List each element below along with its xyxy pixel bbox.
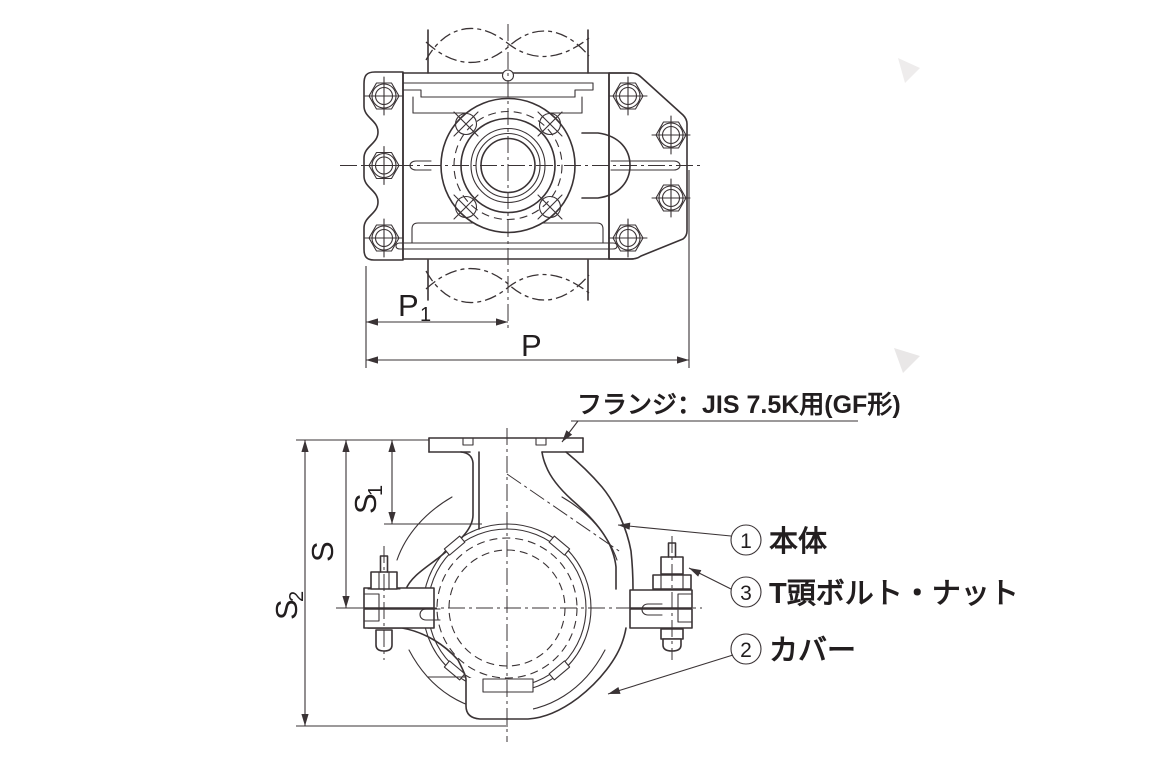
dimension-s1: S 1 — [296, 439, 482, 525]
watermark-marks — [894, 58, 920, 373]
dim-s2-subscript: 2 — [286, 591, 308, 602]
cover-bottom-tab — [466, 678, 534, 719]
pipe-break-lines — [425, 27, 590, 304]
dim-s2-label: S — [269, 599, 304, 620]
flange-note: フランジ：JIS 7.5K用(GF形) — [561, 391, 901, 443]
bolt-icon — [364, 76, 404, 116]
dim-s-label: S — [305, 541, 340, 562]
cover-outer-contour — [367, 627, 627, 720]
left-bolt-lug — [363, 546, 441, 660]
callout-1-label: 本体 — [769, 525, 828, 558]
dimension-s2: S 2 — [269, 440, 508, 727]
callout-body: 1 本体 — [617, 522, 828, 558]
front-view: S 1 S S 2 フランジ：JIS 7.5K用(GF形) — [269, 391, 1019, 742]
flange-note-text: フランジ：JIS 7.5K用(GF形) — [577, 391, 901, 419]
callout-2-circle — [730, 633, 762, 665]
dim-p1-subscript: 1 — [420, 304, 431, 326]
gasket-joint — [482, 678, 534, 693]
dim-p-label: P — [521, 328, 542, 363]
callout-2-label: カバー — [769, 635, 856, 667]
bolt-icon — [608, 218, 648, 258]
callout-tbolt-nut: 3 T頭ボルト・ナット — [688, 567, 1019, 610]
callout-1-number: 1 — [740, 530, 752, 553]
callout-1-circle — [730, 524, 762, 556]
dim-p1-label: P — [398, 288, 419, 323]
top-view: P 1 P — [340, 24, 702, 368]
outlet-flange-front — [428, 437, 584, 453]
bolt-icon — [608, 76, 648, 116]
callout-2-number: 2 — [740, 639, 752, 662]
bolt-icon — [651, 115, 691, 155]
plan-bolts — [364, 76, 691, 258]
callout-3-circle — [730, 576, 762, 608]
dimension-s: S — [305, 440, 364, 609]
dimension-p1: P 1 — [365, 170, 690, 368]
dim-s1-subscript: 1 — [365, 485, 387, 496]
dim-s1-label: S — [348, 493, 383, 514]
dimension-p: P — [366, 328, 689, 364]
callout-3-number: 3 — [740, 582, 752, 605]
callout-cover: 2 カバー — [607, 633, 856, 695]
bolt-icon — [651, 178, 691, 218]
right-bolt-lug — [629, 536, 693, 660]
bolt-icon — [364, 218, 404, 258]
flange-bolt-holes — [453, 111, 563, 220]
callout-3-label: T頭ボルト・ナット — [769, 577, 1019, 610]
